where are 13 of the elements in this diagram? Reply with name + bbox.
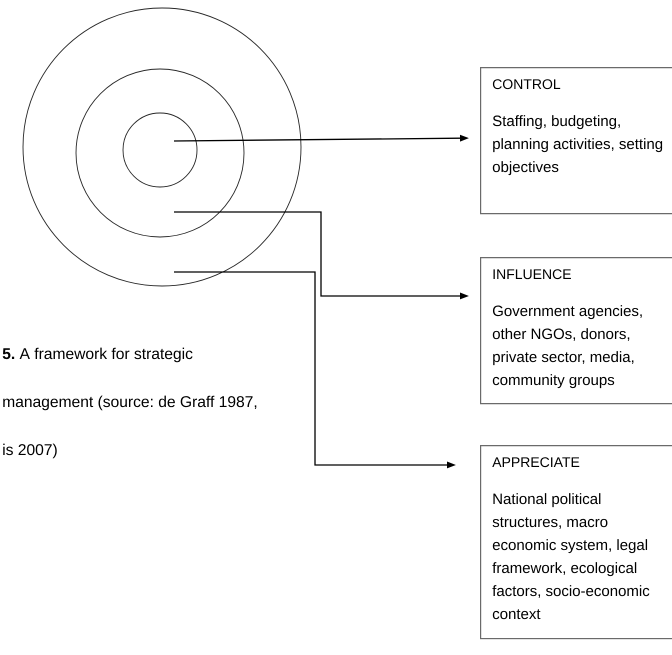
- circle: [76, 68, 244, 238]
- box-text: National political structures, macro economic system, legal framework, ecological factors, socio-economic context: [492, 493, 650, 620]
- box-heading: INFLUENCE: [494, 269, 571, 280]
- text-box: [480, 67, 672, 214]
- box-text: Government agencies, other NGOs, donors, private sector, media, community groups: [492, 305, 642, 388]
- box-heading: APPRECIATE: [492, 457, 580, 468]
- caption: 5. A framework for strategic management (source: de Graff 1987, is 2007): [2, 348, 256, 458]
- circle: [22, 8, 302, 286]
- circle: [122, 112, 198, 188]
- text-box: [480, 257, 672, 404]
- text-box: [480, 445, 672, 640]
- box-heading: CONTROL: [492, 79, 560, 90]
- box-text: Staffing, budgeting, planning activities, setting objectives: [492, 115, 662, 176]
